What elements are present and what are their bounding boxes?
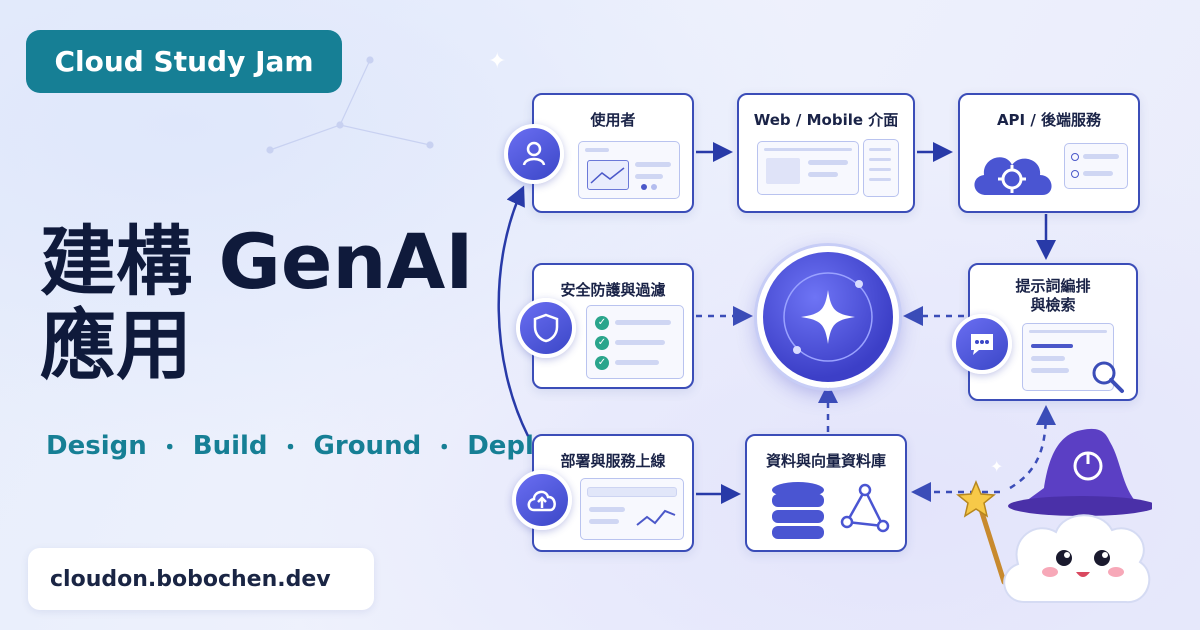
check-icon: ✓: [595, 336, 609, 350]
subtitle: Design ・ Build ・ Ground ・ Deploy: [46, 430, 569, 462]
check-icon: ✓: [595, 316, 609, 330]
node-deploy-label: 部署與服務上線: [560, 452, 666, 470]
mobile-mockup: [863, 139, 899, 197]
wizard-cloud-mascot: ✦ ✦: [956, 428, 1152, 604]
node-backend: API / 後端服務: [958, 93, 1140, 213]
node-prompt-label: 提示詞編排 與檢索: [1015, 277, 1091, 314]
separator: ・: [433, 436, 456, 461]
genai-hub: [757, 246, 899, 388]
node-safety: 安全防護與過濾 ✓ ✓ ✓: [532, 263, 694, 389]
shield-icon: [516, 298, 576, 358]
subtitle-build: Build: [192, 431, 268, 461]
check-icon: ✓: [595, 356, 609, 370]
title-line-1: 建構 GenAI: [40, 217, 474, 306]
node-data: 資料與向量資料庫: [745, 434, 907, 552]
cloud-upload-icon: [512, 470, 572, 530]
node-data-label: 資料與向量資料庫: [765, 452, 886, 470]
search-icon: [1092, 361, 1124, 393]
dashboard-mockup: [580, 478, 684, 540]
svg-text:✦: ✦: [488, 49, 506, 74]
chat-icon: [952, 314, 1012, 374]
svg-text:✦: ✦: [990, 457, 1003, 476]
page-title: 建構 GenAI 應用: [40, 220, 474, 387]
site-url[interactable]: cloudon.bobochen.dev: [28, 548, 374, 610]
constellation-decoration: ✦: [266, 49, 506, 154]
checklist-mockup: ✓ ✓ ✓: [586, 305, 684, 379]
node-user-label: 使用者: [590, 111, 636, 129]
desktop-mockup: [757, 141, 859, 195]
subtitle-ground: Ground: [313, 431, 422, 461]
trend-chart-icon: [636, 509, 676, 526]
cloud-gear-icon: [974, 157, 1052, 195]
database-icon: [772, 482, 824, 539]
node-frontend: Web / Mobile 介面: [737, 93, 915, 213]
event-badge: Cloud Study Jam: [26, 30, 342, 93]
sparkle-icon: [783, 272, 873, 362]
node-deploy: 部署與服務上線: [532, 434, 694, 552]
node-backend-label: API / 後端服務: [996, 111, 1102, 129]
subtitle-design: Design: [46, 431, 147, 461]
browser-mockup: [578, 141, 680, 199]
separator: ・: [158, 436, 181, 461]
separator: ・: [279, 436, 302, 461]
image-icon: [590, 167, 625, 184]
node-safety-label: 安全防護與過濾: [560, 281, 666, 299]
graph-icon: [840, 483, 890, 533]
list-mockup: [1064, 143, 1128, 189]
title-line-2: 應用: [40, 300, 192, 390]
node-frontend-label: Web / Mobile 介面: [753, 111, 899, 129]
user-icon: [504, 124, 564, 184]
